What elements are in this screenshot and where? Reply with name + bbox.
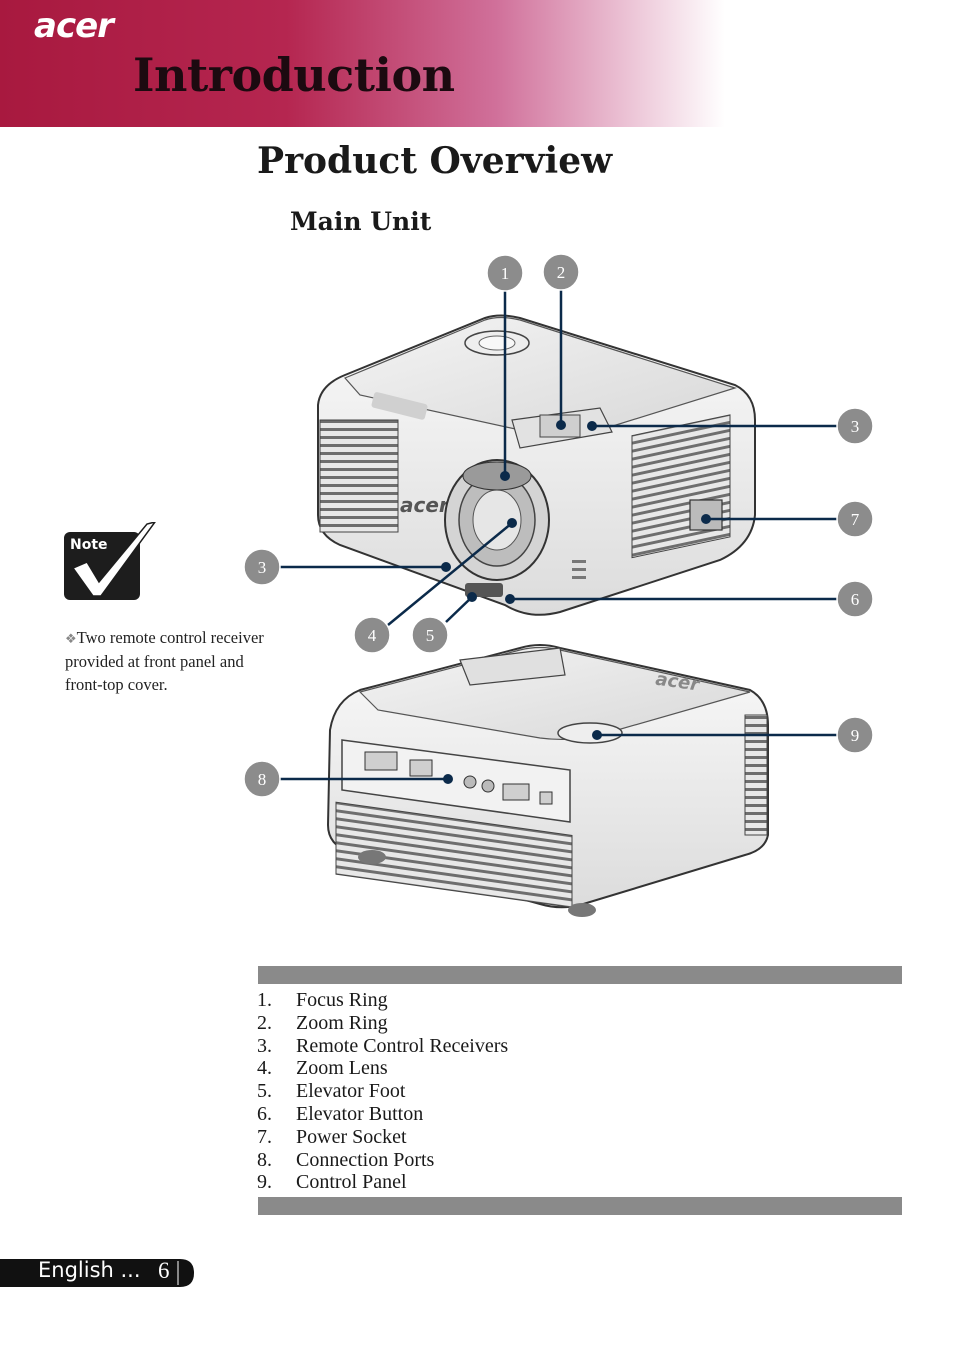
list-bottom-bar [258, 1197, 902, 1215]
subsection-title: Main Unit [290, 207, 432, 236]
svg-text:4: 4 [368, 626, 377, 645]
projector-rear-view: acer [326, 644, 769, 917]
list-item: 2.Zoom Ring [257, 1011, 388, 1034]
callout-3-front: 3 [243, 548, 281, 586]
svg-text:7: 7 [851, 510, 860, 529]
callout-2: 2 [542, 253, 580, 291]
projector-front-view: acer [317, 314, 756, 616]
svg-text:9: 9 [851, 726, 860, 745]
callout-8: 8 [243, 760, 281, 798]
diamond-bullet-icon: ❖ [65, 631, 77, 646]
list-top-bar [258, 966, 902, 984]
callout-5: 5 [411, 616, 449, 654]
svg-text:acer: acer [400, 493, 450, 517]
list-item: 6.Elevator Button [257, 1102, 424, 1125]
svg-text:3: 3 [851, 417, 860, 436]
note-text: ❖Two remote control receiver provided at… [65, 626, 270, 696]
footer-tab [0, 1259, 194, 1287]
note-text-content: Two remote control receiver provided at … [65, 628, 264, 694]
svg-text:2: 2 [557, 263, 566, 282]
list-item: 3.Remote Control Receivers [257, 1034, 509, 1057]
svg-text:1: 1 [501, 264, 510, 283]
callout-7: 7 [836, 500, 874, 538]
svg-text:6: 6 [851, 590, 860, 609]
section-title: Product Overview [257, 140, 613, 182]
leader-lines [279, 289, 838, 781]
parts-list: 1.Focus Ring 2.Zoom Ring 3.Remote Contro… [257, 989, 508, 1194]
list-item: 9.Control Panel [257, 1171, 407, 1194]
list-item: 7.Power Socket [257, 1125, 407, 1148]
list-item: 4.Zoom Lens [257, 1057, 388, 1080]
main-unit-figure: acer acer [243, 253, 874, 917]
acer-logo: acer [34, 6, 114, 46]
list-item: 1.Focus Ring [257, 989, 388, 1011]
list-item: 8.Connection Ports [257, 1148, 435, 1171]
callout-3-top: 3 [836, 407, 874, 445]
callout-9: 9 [836, 716, 874, 754]
svg-text:5: 5 [426, 626, 435, 645]
page-number: 6 [158, 1258, 170, 1283]
callout-6: 6 [836, 580, 874, 618]
header-band [0, 0, 954, 127]
list-item: 5.Elevator Foot [257, 1080, 406, 1103]
note-icon: Note [64, 522, 156, 600]
svg-text:3: 3 [258, 558, 267, 577]
chapter-title: Introduction [133, 48, 455, 102]
leader-endpoints [441, 420, 711, 784]
note-badge-label: Note [70, 537, 108, 553]
svg-text:8: 8 [258, 770, 267, 789]
callout-4: 4 [353, 616, 391, 654]
footer-language: English ... [38, 1258, 141, 1282]
callout-1: 1 [486, 254, 524, 292]
